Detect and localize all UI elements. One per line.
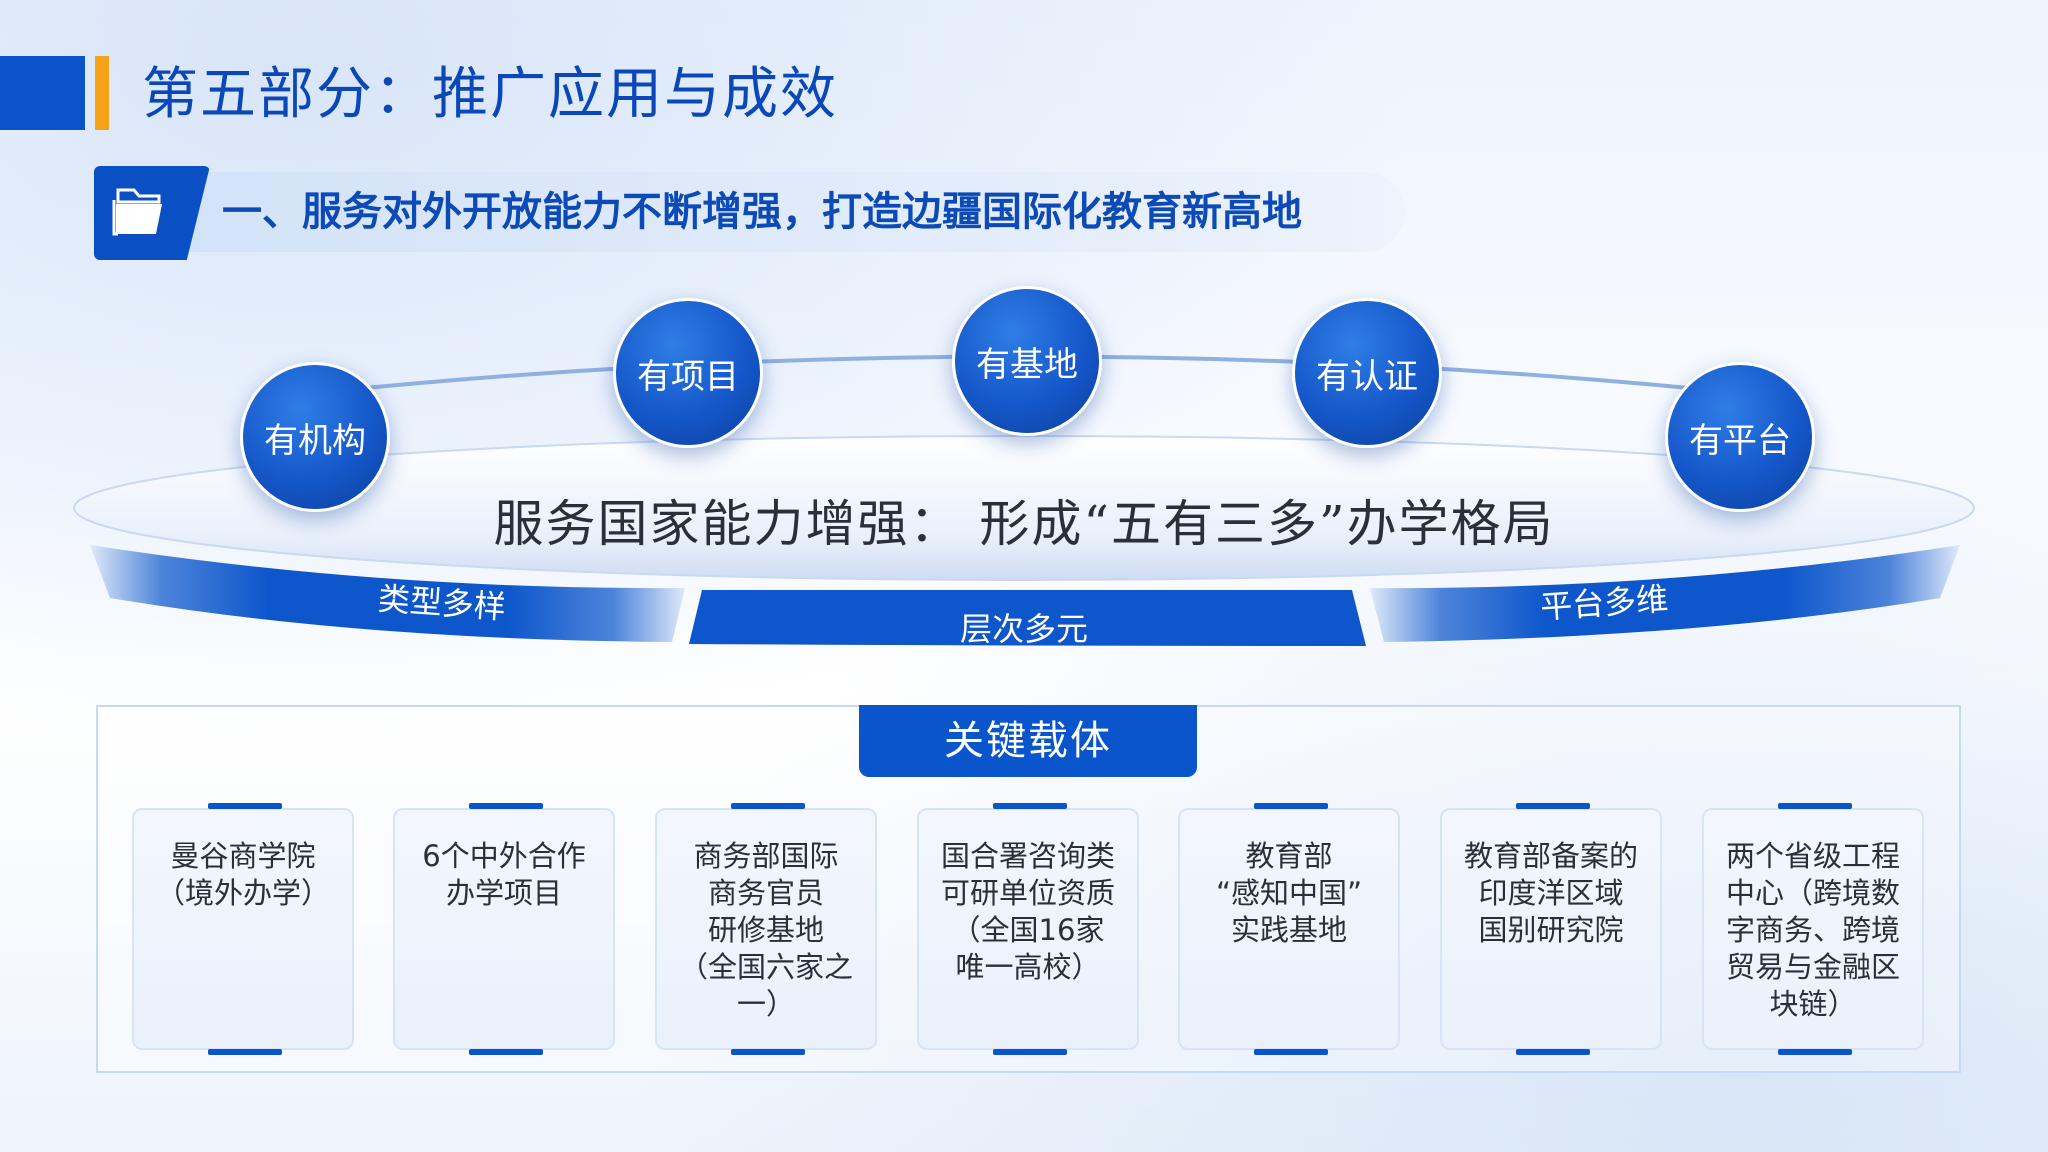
card-top-accent	[469, 803, 543, 809]
carrier-card: 曼谷商学院 （境外办学）	[132, 803, 354, 1055]
platform-diagram	[73, 354, 1975, 646]
card-bottom-accent	[208, 1049, 282, 1055]
node-project: 有项目	[613, 298, 763, 448]
card-bottom-accent	[1778, 1049, 1852, 1055]
carrier-card-text: 教育部 “感知中国” 实践基地	[1215, 839, 1363, 947]
band-segment-right	[1370, 545, 1960, 642]
band-label-middle: 层次多元	[960, 610, 1089, 648]
platform-disc	[73, 435, 1975, 581]
carrier-card: 教育部备案的 印度洋区域 国别研究院	[1440, 803, 1662, 1055]
center-statement: 服务国家能力增强： 形成“五有三多”办学格局	[493, 495, 1555, 553]
node-institution: 有机构	[240, 362, 390, 512]
node-certification: 有认证	[1292, 298, 1442, 448]
card-bottom-accent	[993, 1049, 1067, 1055]
node-platform: 有平台	[1665, 362, 1815, 512]
title-accent-bar	[95, 56, 109, 130]
card-top-accent	[208, 803, 282, 809]
folder-icon	[112, 188, 162, 236]
carrier-card-text: 国合署咨询类 可研单位资质 （全国16家 唯一高校）	[940, 839, 1115, 984]
title-color-block	[0, 56, 85, 130]
band-segment-left	[90, 545, 685, 642]
card-top-accent	[1516, 803, 1590, 809]
page-title: 第五部分：推广应用与成效	[142, 62, 838, 127]
card-bottom-accent	[1516, 1049, 1590, 1055]
carrier-card-text: 商务部国际 商务官员 研修基地 （全国六家之一）	[678, 839, 853, 1021]
carrier-card: 教育部 “感知中国” 实践基地	[1178, 803, 1400, 1055]
card-top-accent	[1778, 803, 1852, 809]
carrier-card: 6个中外合作 办学项目	[393, 803, 615, 1055]
card-top-accent	[993, 803, 1067, 809]
carrier-card-text: 两个省级工程 中心（跨境数 字商务、跨境 贸易与金融区 块链）	[1725, 839, 1900, 1021]
card-top-accent	[1254, 803, 1328, 809]
carrier-card: 国合署咨询类 可研单位资质 （全国16家 唯一高校）	[917, 803, 1139, 1055]
card-bottom-accent	[1254, 1049, 1328, 1055]
card-bottom-accent	[731, 1049, 805, 1055]
carrier-card: 两个省级工程 中心（跨境数 字商务、跨境 贸易与金融区 块链）	[1702, 803, 1924, 1055]
carrier-card-text: 6个中外合作 办学项目	[422, 839, 586, 910]
carrier-card: 商务部国际 商务官员 研修基地 （全国六家之一）	[655, 803, 877, 1055]
key-carriers-title: 关键载体	[859, 705, 1197, 777]
carrier-card-text: 曼谷商学院 （境外办学）	[155, 839, 330, 910]
band-segment-middle	[689, 590, 1366, 646]
section-subtitle: 一、服务对外开放能力不断增强，打造边疆国际化教育新高地	[222, 189, 1302, 235]
subtitle-banner	[150, 172, 1405, 252]
band-label-left: 类型多样	[376, 579, 508, 627]
card-top-accent	[731, 803, 805, 809]
carrier-card-text: 教育部备案的 印度洋区域 国别研究院	[1463, 839, 1638, 947]
card-bottom-accent	[469, 1049, 543, 1055]
node-base: 有基地	[952, 286, 1102, 436]
band-label-right: 平台多维	[1538, 579, 1670, 627]
